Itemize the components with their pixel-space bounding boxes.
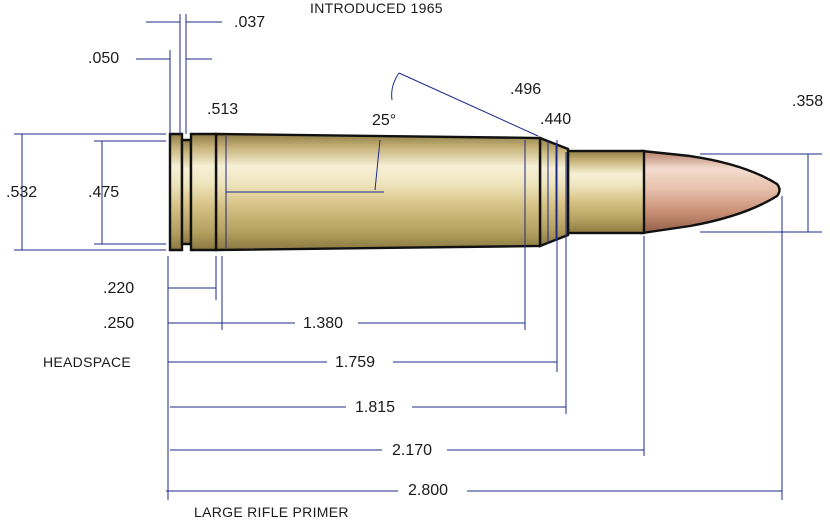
dim-shoulder-diameter: .496 <box>510 81 541 98</box>
dim-rim-diameter: .532 <box>6 184 37 201</box>
dimension-lines <box>14 14 822 500</box>
dim-groove-to-base-1: .220 <box>103 280 134 297</box>
dim-groove-diameter: .475 <box>88 184 119 201</box>
title-introduced: INTRODUCED 1965 <box>310 0 443 16</box>
case-neck <box>566 149 646 235</box>
dim-base-diameter: .513 <box>207 101 238 118</box>
dim-neck-diameter: .440 <box>540 111 571 128</box>
dim-bullet-diameter: .358 <box>792 93 823 110</box>
dim-case-length: 2.170 <box>392 442 432 459</box>
dim-base-to-shoulder: 1.380 <box>303 315 343 332</box>
dim-case-length-neck: 1.815 <box>355 399 395 416</box>
bullet <box>640 149 781 235</box>
dim-groove-to-base-2: .250 <box>103 315 134 332</box>
case-shoulder <box>538 136 570 248</box>
case-rim <box>168 132 184 252</box>
dim-rim-thickness: .037 <box>234 14 265 31</box>
dim-headspace: 1.759 <box>335 354 375 371</box>
extractor-groove <box>180 138 193 246</box>
headspace-label: HEADSPACE <box>43 354 131 370</box>
case-base <box>189 132 218 252</box>
dim-shoulder-angle: 25° <box>372 112 396 129</box>
dim-overall-length: 2.800 <box>408 482 448 499</box>
footer-primer: LARGE RIFLE PRIMER <box>194 504 349 520</box>
dim-extractor-groove: .050 <box>88 50 119 67</box>
